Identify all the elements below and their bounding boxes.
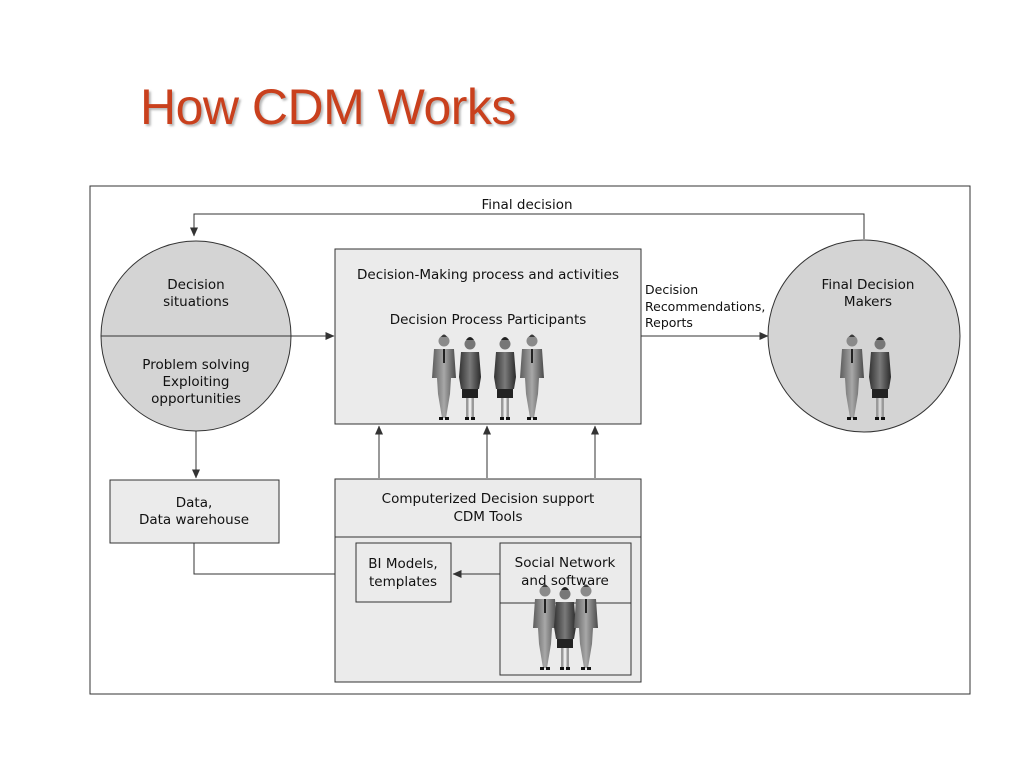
bi-box-line-2: templates <box>369 574 437 590</box>
final-decision-makers-line-2: Makers <box>844 294 892 310</box>
decision-situations-line-2: situations <box>163 294 229 310</box>
final-decision-label: Final decision <box>481 197 572 213</box>
support-box-line-2: CDM Tools <box>453 509 522 525</box>
bi-box-line-1: BI Models, <box>368 556 437 572</box>
decision-process-participants: Decision Process Participants <box>390 312 587 328</box>
bi-models-box: BI Models, templates <box>355 542 452 603</box>
problem-solving-line-3: opportunities <box>151 391 241 407</box>
social-box-line-2: and software <box>521 573 609 589</box>
data-warehouse-box: Data, Data warehouse <box>109 479 280 544</box>
data-box-line-2: Data warehouse <box>139 512 249 528</box>
social-box-line-1: Social Network <box>515 555 616 571</box>
problem-solving-line-2: Exploiting <box>162 374 229 390</box>
final-decision-makers-line-1: Final Decision <box>822 277 915 293</box>
output-label-line-2: Recommendations, <box>645 299 765 314</box>
page-title: How CDM Works <box>140 79 516 135</box>
decision-process-box: Decision-Making process and activities D… <box>334 248 642 425</box>
support-box-line-1: Computerized Decision support <box>382 491 595 507</box>
final-decision-makers-circle: Final Decision Makers <box>767 239 961 433</box>
problem-solving-line-1: Problem solving <box>142 357 249 373</box>
output-label-line-3: Reports <box>645 315 693 330</box>
final-decision-arrow <box>190 213 865 239</box>
data-to-bi-arrow <box>193 543 355 578</box>
decision-situations-line-1: Decision <box>167 277 224 293</box>
decision-process-title: Decision-Making process and activities <box>357 267 619 283</box>
decision-situations-circle: Decision situations Problem solving Expl… <box>100 240 292 432</box>
social-network-box: Social Network and software <box>499 542 632 676</box>
output-label-line-1: Decision <box>645 282 698 297</box>
data-box-line-1: Data, <box>176 495 213 511</box>
